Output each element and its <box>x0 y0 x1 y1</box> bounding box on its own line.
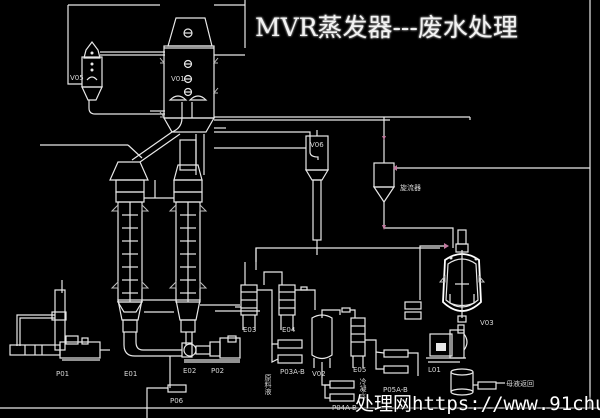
label-v01: V01 <box>171 75 185 83</box>
reactor-v03 <box>438 229 486 323</box>
pump-p02 <box>181 335 241 363</box>
heat-exchanger-e03 <box>235 262 258 330</box>
label-mother-liquor: 母液返回 <box>506 379 534 388</box>
label-p06: P06 <box>170 397 184 405</box>
evaporator-e01 <box>109 161 182 357</box>
pipe-to-v03 <box>255 247 440 262</box>
label-e03: E03 <box>243 326 256 334</box>
pump-p03ab <box>271 339 303 364</box>
mother-liquor-tank <box>450 368 505 396</box>
label-e01: E01 <box>124 370 137 378</box>
watermark-cn: 处理网 <box>355 393 413 415</box>
label-e02: E02 <box>183 367 196 375</box>
label-v03: V03 <box>480 319 494 327</box>
pump-p04ab <box>324 380 355 402</box>
vapor-pipes <box>40 127 226 175</box>
label-feed-liquid: 原料液 <box>264 374 272 396</box>
label-l01: L01 <box>428 366 441 374</box>
heat-exchanger-e05 <box>350 317 377 368</box>
watermark-url: https://www.91chuli.com <box>412 393 600 415</box>
label-v06: V06 <box>310 141 324 149</box>
label-cooling-water: 冷凝水 <box>359 377 367 399</box>
diagram-title: MVR蒸发器---废水处理 <box>255 13 518 42</box>
label-p03ab: P03A-B <box>280 368 305 376</box>
evaporator-e02 <box>168 139 208 345</box>
label-v05: V05 <box>70 74 84 82</box>
label-p04ab: P04A-B <box>332 404 357 412</box>
compressor-p01 <box>9 280 110 361</box>
heat-exchanger-e04 <box>257 271 316 345</box>
vessel-v05 <box>67 4 165 115</box>
pump-p05ab <box>375 349 419 376</box>
label-cyclone: 旋流器 <box>400 183 421 192</box>
cyclone-separator <box>372 117 590 248</box>
label-e04: E04 <box>282 326 296 334</box>
vessel-v01 <box>159 4 470 133</box>
watermark: 处理网https://www.91chuli.com <box>355 389 600 416</box>
label-v02: V02 <box>312 370 326 378</box>
label-e05: E05 <box>353 366 366 374</box>
flow-arrow <box>444 243 449 249</box>
pump-p06 <box>146 356 187 418</box>
centrifuge-l01 <box>426 324 468 363</box>
label-p01: P01 <box>56 370 69 378</box>
label-p02: P02 <box>211 367 224 375</box>
label-p05ab: P05A-B <box>383 386 408 394</box>
